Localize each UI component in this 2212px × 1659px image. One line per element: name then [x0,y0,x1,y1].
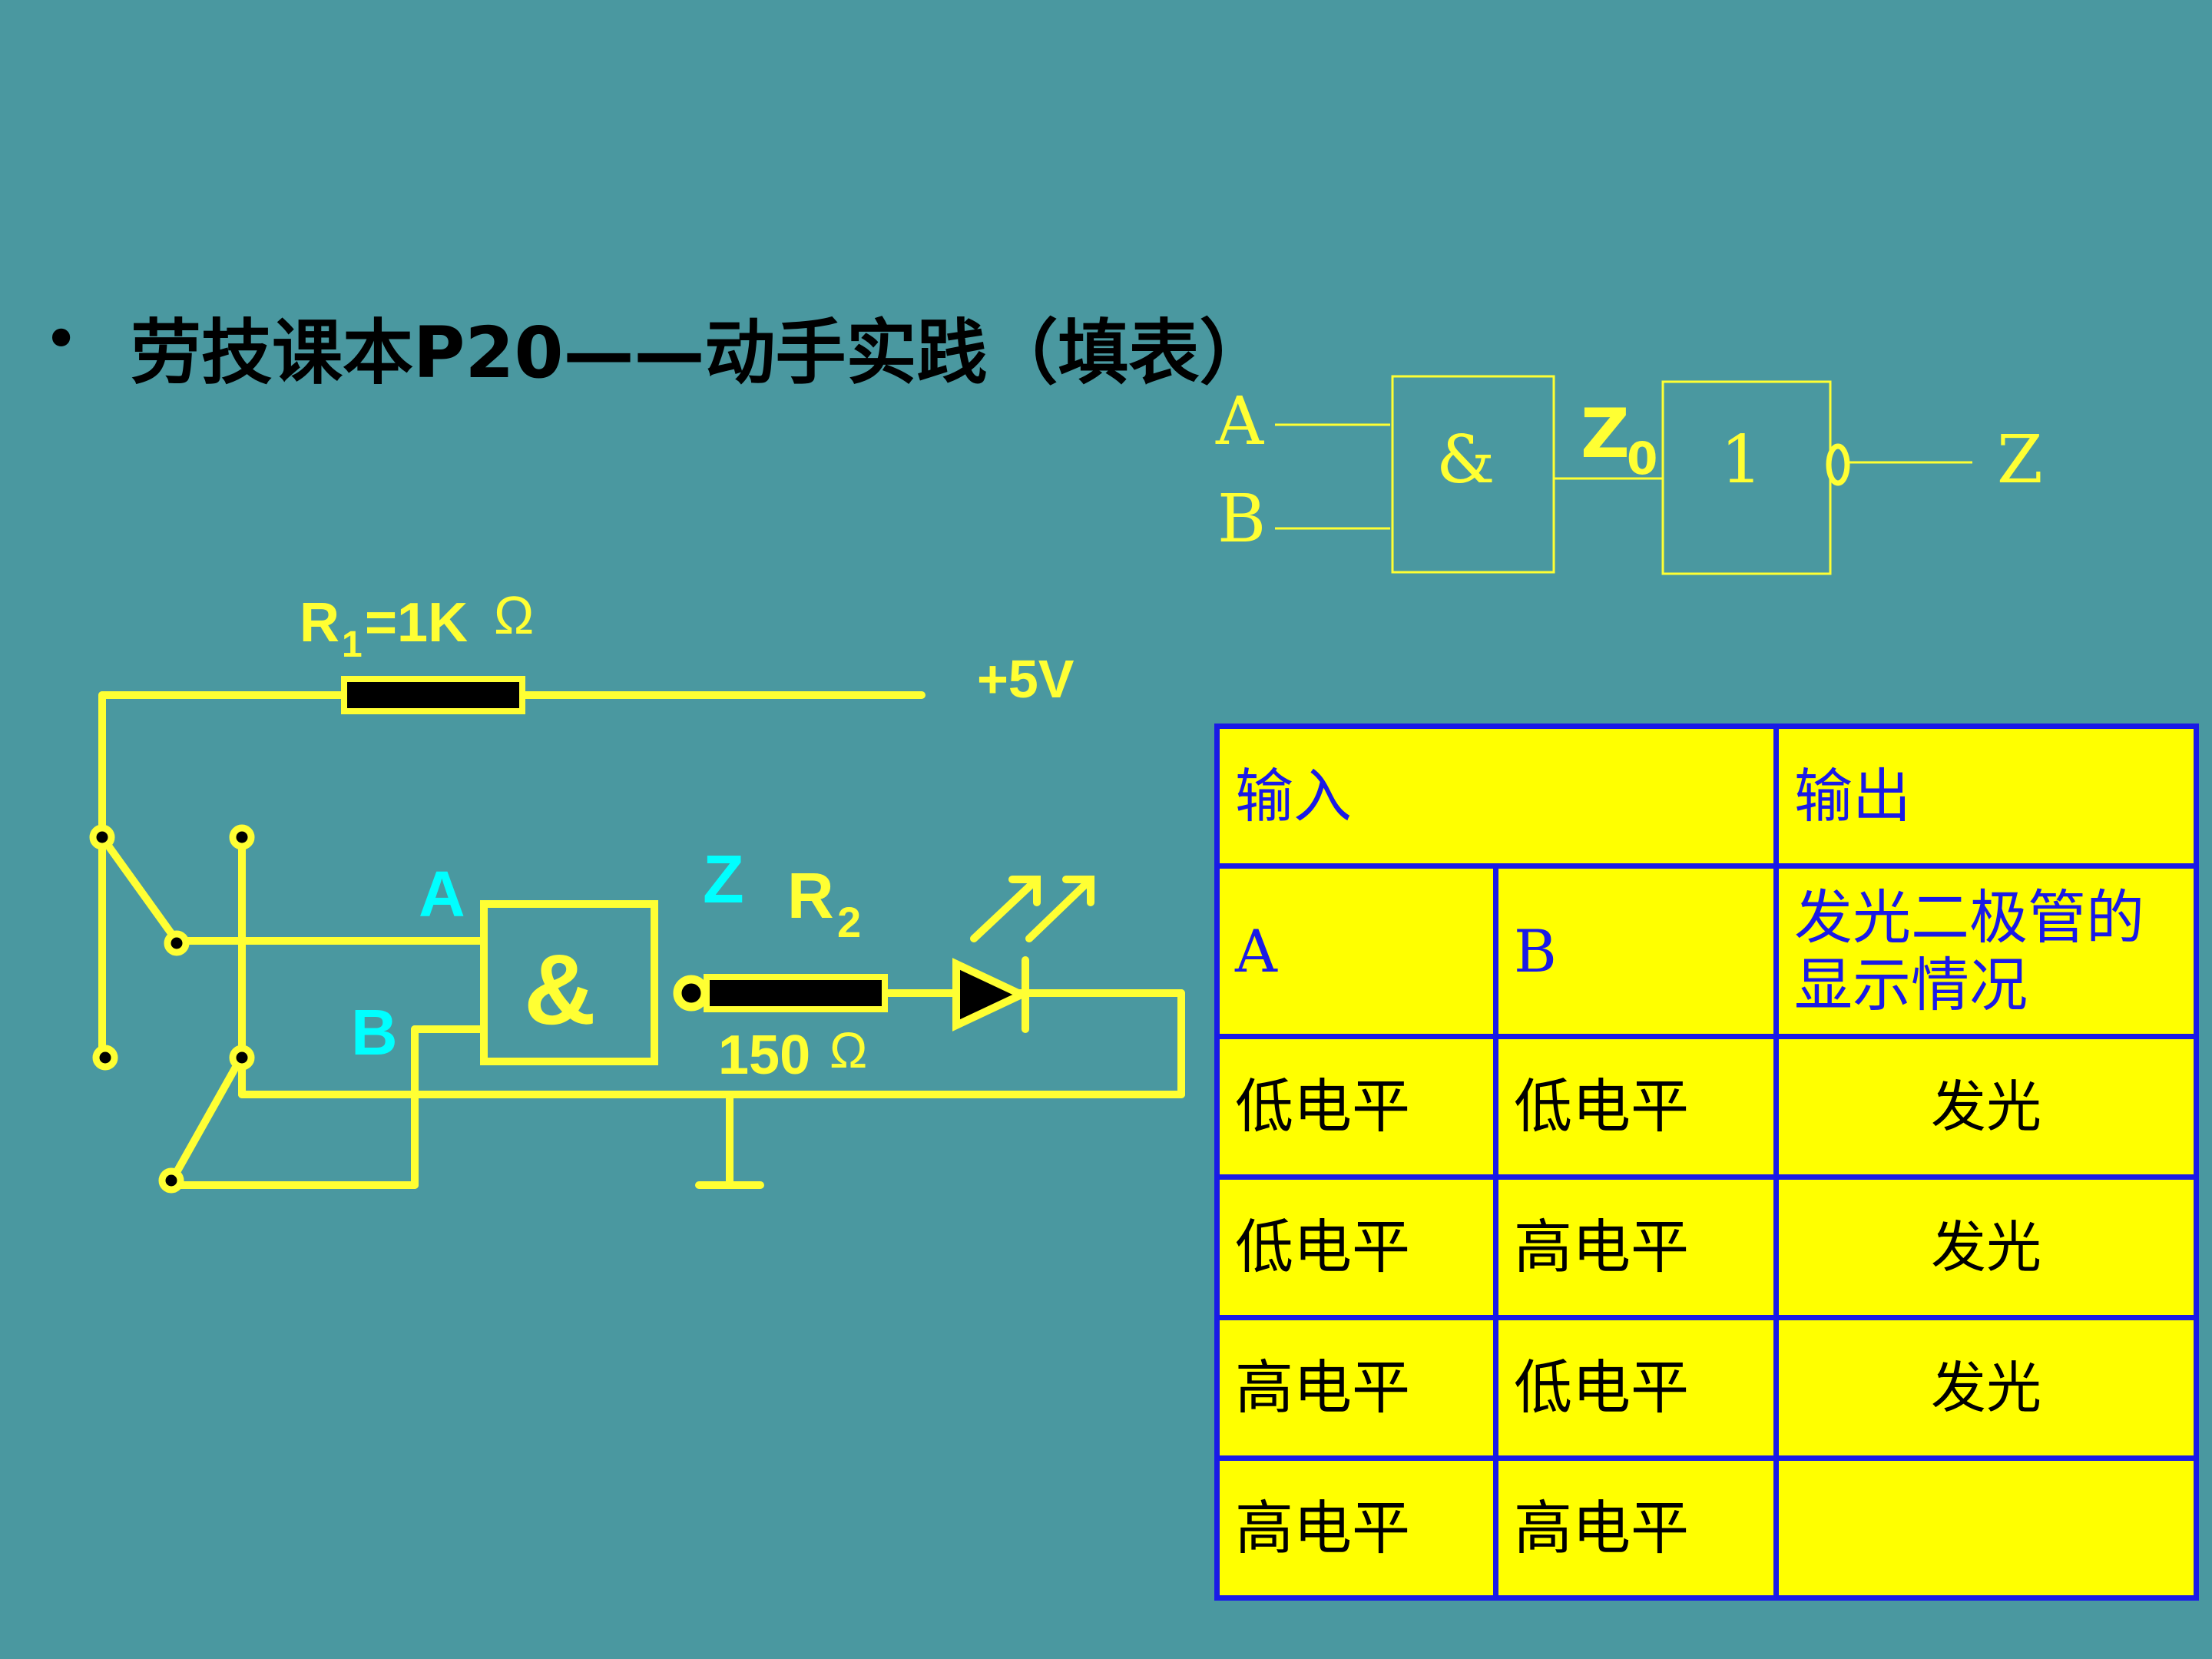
circuit-label-b: B [351,996,398,1068]
logic-input-a-label: A [1215,383,1264,460]
circuit-label-a: A [419,858,465,930]
table-row: 低电平 低电平 发光 [1214,1034,2199,1180]
row-input-b: 高电平 [1493,1455,1779,1601]
r1-label-sub: 1 [342,624,363,665]
not-gate-symbol: 1 [1720,422,1763,498]
row-input-a: 高电平 [1214,1315,1498,1461]
truth-table: 输入 输出 A B 发光二极管的显示情况 低电平 低电平 发光 低电平 高电平 … [1214,724,2199,1601]
row-input-b: 低电平 [1493,1034,1779,1180]
contact-b-throw [158,1167,184,1194]
row-input-a: 低电平 [1214,1174,1498,1320]
row-led-output[interactable]: 发光 [1773,1315,2199,1461]
circuit-and-gate [480,900,658,1065]
led-diode [952,958,1031,1031]
table-subheader-row: A B 发光二极管的显示情况 [1214,863,2199,1039]
output-node [673,975,710,1012]
table-header-row: 输入 输出 [1214,724,2199,869]
contact-a-throw [164,930,190,956]
contact-a-low [92,1045,118,1071]
r2-label-unit: Ω [830,1022,867,1078]
switch-contacts [89,824,710,1194]
circuit-label-z: Z [703,841,744,917]
supply-label: +5V [977,649,1075,709]
led-light-arrow-1 [970,876,1041,942]
mid-z-subscript: 0 [1627,432,1657,485]
and-gate-box [1391,375,1555,574]
table-row: 低电平 高电平 发光 [1214,1174,2199,1320]
row-input-a: 低电平 [1214,1034,1498,1180]
subheader-a: A [1214,863,1498,1039]
bullet-marker: • [43,303,80,375]
r1-label-unit: Ω [494,585,534,645]
contact-a-pivot [89,824,115,850]
subheader-b: B [1493,863,1779,1039]
circuit-gate-symbol: & [524,933,596,1045]
slide-heading: 劳技课本P20——动手实践（填表） [131,312,1270,394]
table-row: 高电平 高电平 [1214,1455,2199,1601]
mid-z-label: Z [1581,394,1630,473]
header-input: 输入 [1214,724,1779,869]
header-output: 输出 [1773,724,2199,869]
contact-b-pivot [229,1045,255,1071]
row-led-output[interactable] [1773,1455,2199,1601]
led-arrowhead-2 [1062,876,1094,906]
switch-a-lever [98,833,180,945]
switch-b-lever [169,1052,246,1183]
contact-ground-top [229,824,255,850]
subheader-led-display: 发光二极管的显示情况 [1773,863,2199,1039]
resistor-r1 [341,676,525,714]
row-led-output[interactable]: 发光 [1773,1034,2199,1180]
r2-label-prefix: R [787,859,834,932]
row-input-b: 低电平 [1493,1315,1779,1461]
inversion-bubble [1826,443,1850,486]
led-light-arrow-2 [1025,876,1094,942]
logic-output-label: Z [1997,422,2043,498]
resistor-r2 [704,974,888,1012]
logic-input-b-label: B [1217,481,1266,558]
row-input-b: 高电平 [1493,1174,1779,1320]
row-led-output[interactable]: 发光 [1773,1174,2199,1320]
r1-label-prefix: R [300,592,339,654]
logic-gate-diagram: A B & Z 0 1 Z [1215,375,2043,575]
table-row: 高电平 低电平 发光 [1214,1315,2199,1461]
practical-circuit [98,676,1185,1189]
and-gate-symbol: & [1436,422,1495,498]
r2-label-sub: 2 [837,898,861,946]
r2-label-value: 150 [718,1025,810,1086]
led-arrowhead-1 [1008,876,1041,906]
row-input-a: 高电平 [1214,1455,1498,1601]
r1-label-value: =1K [365,592,468,654]
